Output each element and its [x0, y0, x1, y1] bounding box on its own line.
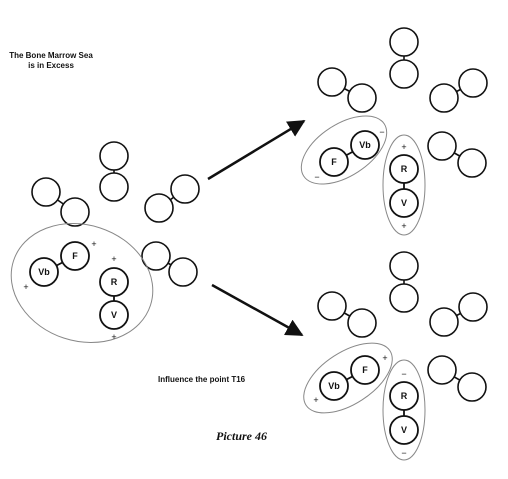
headline-line1: The Bone Marrow Sea: [9, 51, 93, 60]
tr-label-vb: Vb: [359, 140, 371, 150]
br-label-f: F: [362, 365, 368, 375]
pair-left-4: [141, 241, 198, 287]
bottom-right-cluster: Vb F R V + + − −: [303, 342, 426, 461]
pair-tr-1: [389, 27, 419, 89]
tr-node-v: [389, 188, 419, 218]
br-label-v: V: [401, 425, 407, 435]
left-node-r: [99, 267, 129, 297]
bottom-right-pairs: [317, 251, 488, 402]
br-sign-vb: +: [313, 395, 318, 405]
tr-label-v: V: [401, 198, 407, 208]
pair-tr-2: [317, 67, 377, 113]
arrow-up: [207, 119, 306, 181]
br-node-r: [389, 381, 419, 411]
influence-label: Influence the point T16: [158, 375, 246, 384]
br-sign-f: +: [382, 353, 387, 363]
pair-br-4: [427, 355, 487, 402]
left-sign-vb: +: [23, 282, 28, 292]
tr-node-f: [319, 147, 349, 177]
br-node-v: [389, 415, 419, 445]
left-label-r: R: [111, 277, 118, 287]
tr-sign-vb: −: [379, 127, 384, 137]
pair-tr-3: [429, 68, 488, 113]
br-label-r: R: [401, 391, 408, 401]
left-pairs: [31, 141, 200, 287]
pair-br-3: [429, 292, 488, 337]
left-node-f: [60, 241, 90, 271]
tr-node-vb: [350, 130, 380, 160]
tr-sign-f: −: [314, 172, 319, 182]
br-label-vb: Vb: [328, 381, 340, 391]
top-right-pairs: [317, 27, 488, 178]
br-ellipse-pair: [303, 342, 393, 414]
br-ellipse-rv: [382, 359, 426, 461]
pair-tr-4: [427, 131, 487, 178]
tr-node-r: [389, 154, 419, 184]
headline: The Bone Marrow Sea is in Excess: [0, 51, 102, 71]
tr-label-r: R: [401, 164, 408, 174]
tr-sign-r: +: [401, 142, 406, 152]
pair-br-2: [317, 291, 377, 338]
br-node-f: [350, 355, 380, 385]
pair-left-3: [144, 174, 200, 223]
left-label-v: V: [111, 310, 117, 320]
pair-left-1: [31, 177, 90, 227]
tr-label-f: F: [331, 157, 337, 167]
tr-ellipse-pair: [300, 115, 388, 185]
pair-left-2: [99, 141, 129, 202]
left-ellipse: [10, 223, 154, 343]
left-sign-r: +: [111, 254, 116, 264]
left-node-v: [99, 300, 129, 330]
top-right-cluster: F Vb R V − − + +: [300, 115, 426, 236]
pair-br-1: [389, 251, 419, 313]
br-node-vb: [319, 371, 349, 401]
picture-label: Picture 46: [216, 429, 267, 443]
tr-sign-v: +: [401, 221, 406, 231]
left-sign-v: +: [111, 332, 116, 342]
br-sign-r: −: [401, 369, 406, 379]
left-node-vb: [29, 257, 59, 287]
left-cluster: Vb F R V + + + +: [10, 223, 154, 343]
tr-ellipse-rv: [382, 134, 426, 236]
left-label-vb: Vb: [38, 267, 50, 277]
left-sign-f: +: [91, 239, 96, 249]
arrow-down: [211, 283, 304, 337]
left-label-f: F: [72, 251, 78, 261]
br-sign-v: −: [401, 448, 406, 458]
headline-line2: is in Excess: [28, 61, 74, 70]
